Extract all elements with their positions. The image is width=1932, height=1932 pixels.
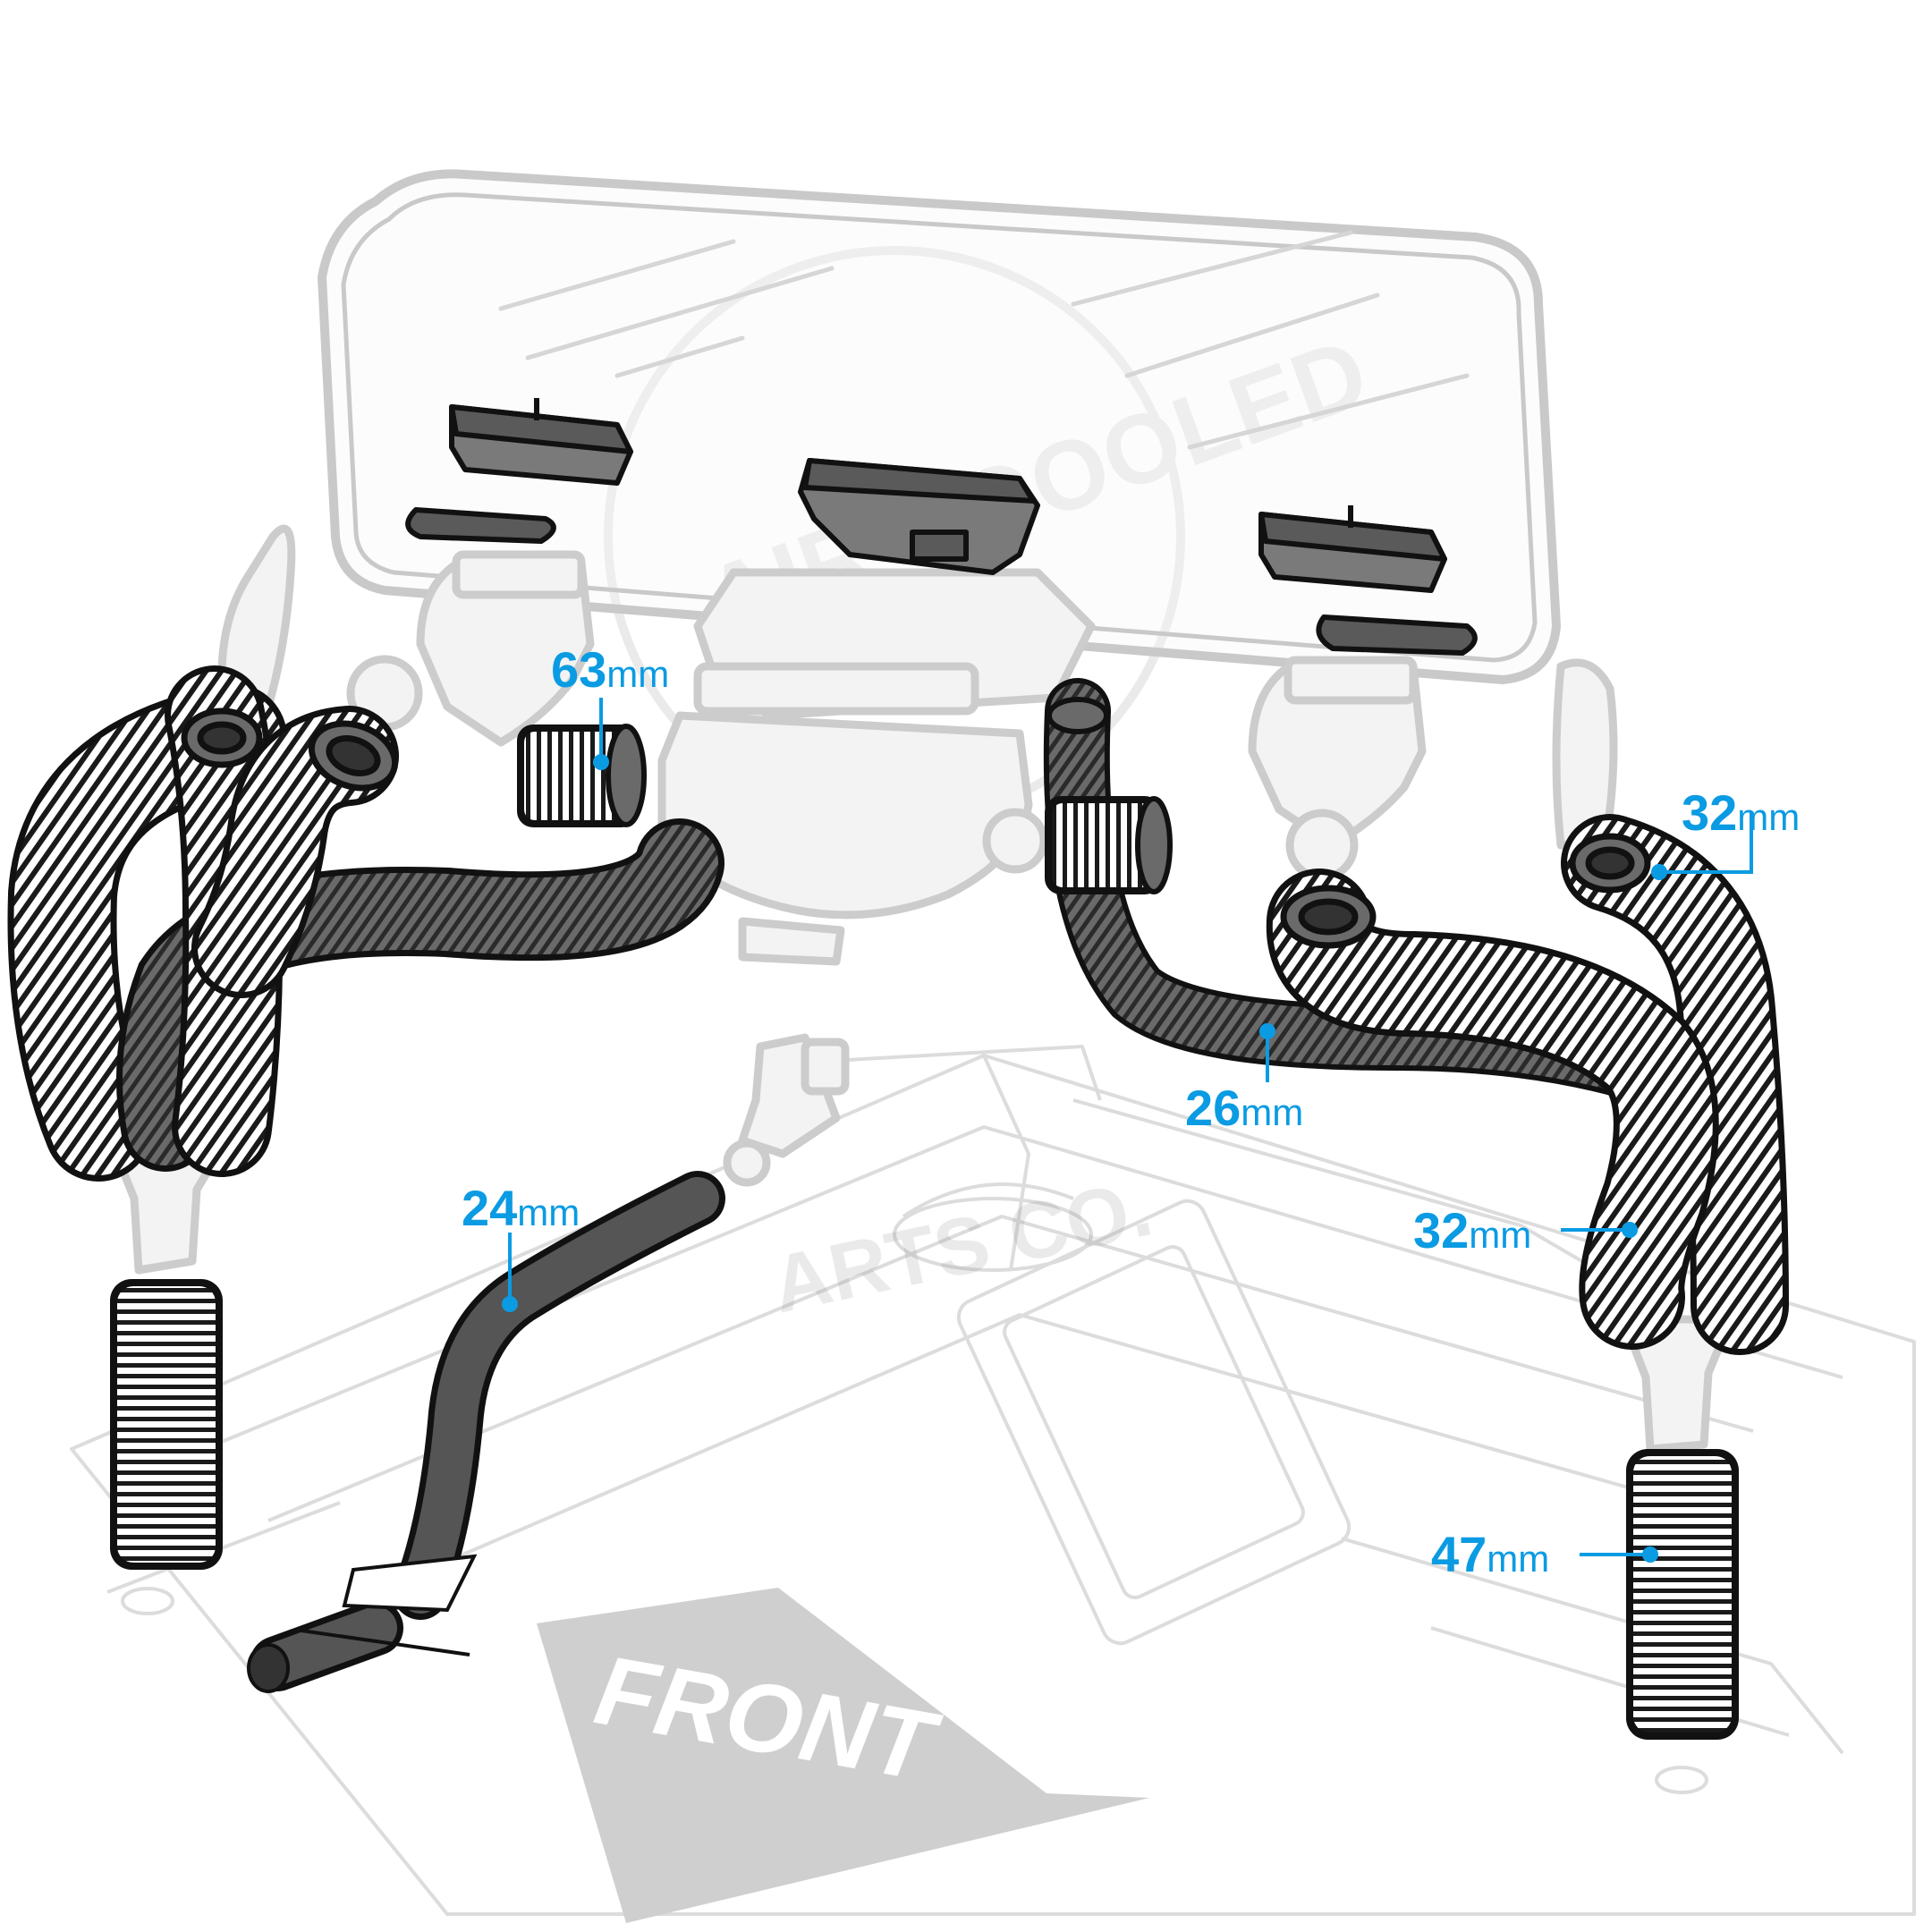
- svg-text:32mm: 32mm: [1413, 1202, 1531, 1258]
- callout-26mm: 26mm: [1185, 1080, 1303, 1136]
- hose-left-dark: [116, 818, 724, 1172]
- callout-32-mid-unit: mm: [1469, 1214, 1531, 1256]
- callout-63-value: 63: [551, 641, 606, 698]
- defroster-vent-left: [405, 398, 633, 544]
- hose-left-outer: [7, 683, 287, 1182]
- hose-63mm: [517, 724, 647, 827]
- front-arrow: FRONT: [537, 1588, 1149, 1923]
- windscreen-ghost: [318, 169, 1561, 684]
- hose-24mm: [250, 1171, 725, 1691]
- hose-24mm-cut: [247, 1554, 478, 1693]
- callout-24-unit: mm: [517, 1191, 580, 1233]
- callout-63mm: 63mm: [551, 641, 669, 698]
- svg-text:32mm: 32mm: [1682, 784, 1800, 841]
- callout-47-unit: mm: [1487, 1538, 1549, 1580]
- hose-left-lower: [110, 1279, 223, 1570]
- hose-32mm-mid: [1266, 869, 1719, 1350]
- hose-32mm-top: [1561, 814, 1789, 1355]
- callout-26-unit: mm: [1241, 1091, 1303, 1133]
- svg-text:47mm: 47mm: [1431, 1526, 1549, 1582]
- callout-24-value: 24: [462, 1180, 517, 1236]
- callout-32mm-top: 32mm: [1682, 784, 1800, 841]
- callout-47-value: 47: [1431, 1526, 1487, 1582]
- defroster-vent-center: [798, 458, 1040, 575]
- hose-right-upper-coupler: [1045, 796, 1173, 894]
- svg-text:24mm: 24mm: [462, 1180, 580, 1236]
- windscreen-glare: [498, 230, 1470, 450]
- callout-24mm: 24mm: [462, 1180, 580, 1236]
- defroster-vent-right: [1258, 505, 1478, 656]
- callout-lines: [502, 698, 1753, 1563]
- svg-text:26mm: 26mm: [1185, 1080, 1303, 1136]
- callout-32-top-value: 32: [1682, 784, 1737, 841]
- heater-boxes-ghost: [112, 524, 1735, 1453]
- svg-text:63mm: 63mm: [551, 641, 669, 698]
- hose-47mm: [1626, 1449, 1739, 1740]
- callout-26-value: 26: [1185, 1080, 1241, 1136]
- hose-right-ends: [1280, 833, 1651, 949]
- hose-left-ends: [181, 708, 399, 792]
- callout-32-top-unit: mm: [1737, 796, 1800, 838]
- hose-26mm-end: [1046, 697, 1109, 734]
- callout-32-mid-value: 32: [1413, 1202, 1469, 1258]
- callout-63-unit: mm: [606, 653, 669, 695]
- callout-32mm-mid: 32mm: [1413, 1202, 1531, 1258]
- callout-47mm: 47mm: [1431, 1526, 1549, 1582]
